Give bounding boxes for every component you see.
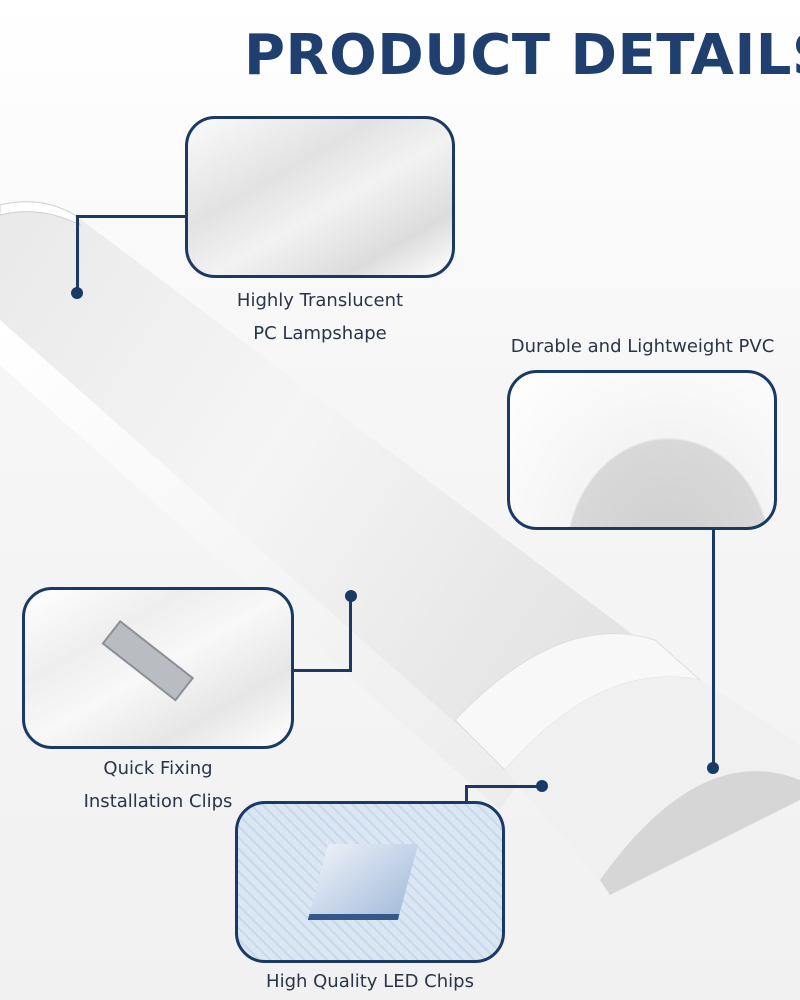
- callout-led-image: [235, 801, 505, 963]
- callout-dot: [536, 780, 548, 792]
- connector-line: [290, 669, 352, 672]
- page-title: PRODUCT DETAILS: [244, 23, 800, 88]
- callout-led-caption: High Quality LED Chips: [235, 965, 505, 998]
- connector-line: [349, 596, 352, 672]
- callout-clips-image: [22, 587, 294, 749]
- callout-lampshade-image: [185, 116, 455, 278]
- caption-line: Highly Translucent: [236, 290, 404, 311]
- caption-line: High Quality LED Chips: [266, 971, 474, 992]
- connector-line: [465, 785, 541, 788]
- callout-lampshade-caption: Highly Translucent PC Lampshape: [185, 284, 455, 350]
- callout-dot: [71, 287, 83, 299]
- connector-line: [712, 530, 715, 768]
- caption-line: Quick Fixing: [103, 758, 213, 779]
- connector-line: [465, 785, 468, 803]
- clip-icon: [101, 620, 195, 702]
- caption-line: Installation Clips: [83, 791, 233, 812]
- led-chip-icon: [307, 844, 419, 920]
- connector-line: [76, 216, 79, 292]
- callout-pvc-image: [507, 370, 777, 530]
- callout-pvc-caption: Durable and Lightweight PVC: [500, 330, 785, 363]
- callout-clips-caption: Quick Fixing Installation Clips: [22, 752, 294, 818]
- caption-line: Durable and Lightweight PVC: [510, 336, 775, 357]
- callout-dot: [707, 762, 719, 774]
- caption-line: PC Lampshape: [253, 323, 387, 344]
- connector-line: [76, 215, 186, 218]
